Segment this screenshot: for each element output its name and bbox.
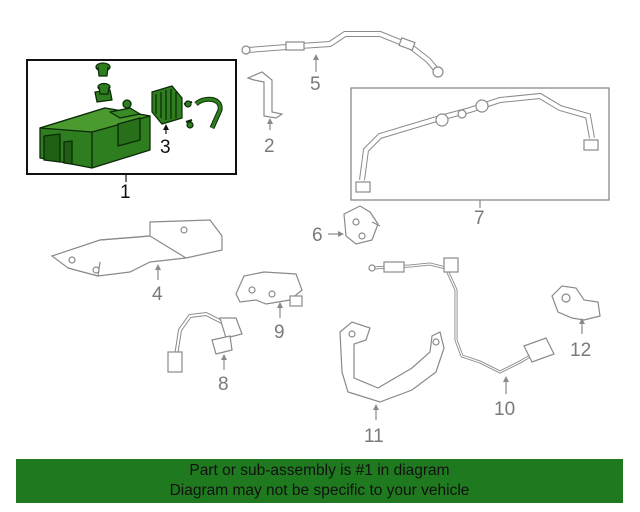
- hose-near-3: [183, 96, 223, 130]
- callout-2: 2: [264, 136, 275, 157]
- sensor-part-9[interactable]: [235, 271, 303, 307]
- callout-11: 11: [364, 426, 384, 447]
- sensor-part-8[interactable]: [167, 311, 243, 373]
- bracket-part-11[interactable]: [339, 321, 445, 403]
- filter-part-3[interactable]: [151, 85, 183, 125]
- callout-9: 9: [274, 322, 285, 343]
- assembly-1-box[interactable]: [26, 59, 237, 175]
- pipe-part-7[interactable]: [355, 92, 599, 193]
- sensor-part-10[interactable]: [368, 257, 555, 374]
- callout-12: 12: [570, 340, 591, 361]
- callout-6: 6: [312, 225, 323, 246]
- info-banner: Part or sub-assembly is #1 in diagram Di…: [16, 459, 623, 503]
- info-line-2: Diagram may not be specific to your vehi…: [169, 482, 470, 499]
- sensor-part-12[interactable]: [551, 285, 601, 321]
- callout-10: 10: [494, 399, 515, 420]
- parts-diagram: 1 3 5 2 7 6: [26, 31, 610, 447]
- callout-7: 7: [474, 208, 485, 229]
- info-line-1: Part or sub-assembly is #1 in diagram: [189, 462, 450, 479]
- callout-1: 1: [120, 182, 131, 203]
- bracket-part-2[interactable]: [246, 71, 284, 119]
- grommet-lower: [97, 82, 111, 95]
- callout-8: 8: [218, 374, 229, 395]
- callout-3: 3: [160, 137, 171, 158]
- grommet-upper: [95, 62, 111, 77]
- shield-part-4[interactable]: [50, 219, 223, 277]
- valve-part-6[interactable]: [343, 205, 381, 245]
- hose-part-5[interactable]: [241, 31, 444, 78]
- callout-4: 4: [152, 284, 163, 305]
- callout-5: 5: [310, 74, 321, 95]
- canister-assembly[interactable]: [39, 89, 151, 169]
